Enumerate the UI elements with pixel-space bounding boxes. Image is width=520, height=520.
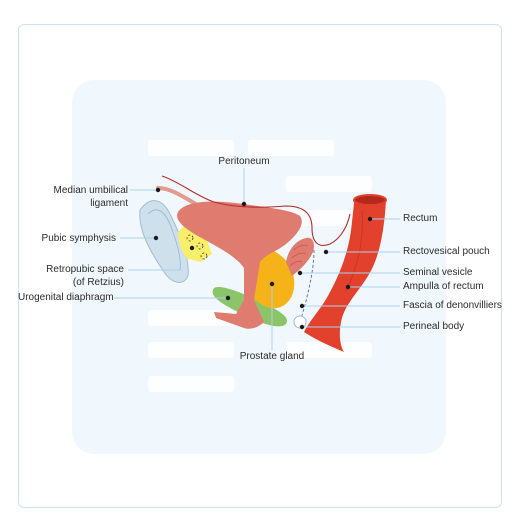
leader-lines	[114, 168, 400, 350]
placeholder-bar	[148, 342, 234, 358]
label-perineal-body: Perineal body	[403, 321, 465, 332]
label-ampulla-of-rectum: Ampulla of rectum	[403, 281, 484, 292]
label-seminal-vesicle: Seminal vesicle	[403, 267, 473, 278]
peritoneum-line	[161, 175, 351, 246]
placeholder-bar	[286, 342, 372, 358]
placeholder-bar	[148, 140, 234, 156]
placeholder-bar	[248, 140, 334, 156]
denonvilliers-fascia	[299, 249, 315, 323]
label-median-umbilical-ligament-line2: ligament	[90, 198, 128, 209]
label-prostate-gland: Prostate gland	[239, 351, 305, 362]
label-rectovesical-pouch: Rectovesical pouch	[403, 246, 490, 257]
label-rectum: Rectum	[403, 213, 438, 224]
seminal-vesicle-shape	[286, 237, 314, 276]
rectum-shape	[304, 194, 387, 352]
pointer-dots	[153, 187, 373, 330]
label-retropubic-space-line2: (of Retzius)	[72, 277, 124, 288]
label-fascia-of-denonvilliers: Fascia of denonvilliers	[403, 300, 502, 311]
placeholder-bar	[286, 176, 372, 192]
label-retropubic-space-line1: Retropubic space	[46, 264, 124, 275]
placeholder-bar	[148, 310, 234, 326]
label-urogenital-diaphragm: Urogenital diaphragm	[18, 292, 114, 303]
pubic-symphysis-shape	[139, 200, 189, 283]
median-umbilical-ligament	[156, 186, 198, 206]
label-pubic-symphysis: Pubic symphysis	[41, 233, 116, 244]
urinary-bladder-shape	[177, 201, 302, 329]
retropubic-fat	[178, 224, 212, 262]
label-median-umbilical-ligament-line1: Median umbilical	[53, 185, 128, 196]
placeholder-bar	[148, 376, 234, 392]
label-peritoneum: Peritoneum	[218, 156, 270, 167]
perineal-body-shape	[293, 315, 307, 329]
